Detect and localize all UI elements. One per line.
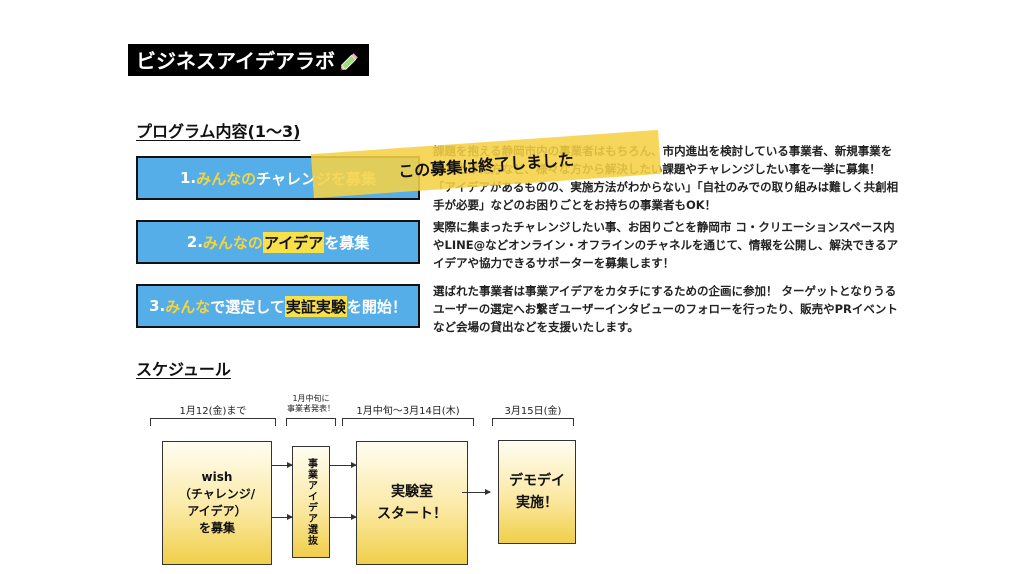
schedule-date-1: 1月12(金)まで (179, 406, 247, 417)
program-item-2-button[interactable]: 2. みんなの アイデア を募集 (136, 220, 420, 264)
program-item-2-desc: 実際に集まったチャレンジしたい事、お困りごとを静岡市 コ・クリエーションスペース… (433, 220, 899, 270)
program-item-2-part3: を募集 (324, 233, 370, 252)
pencil-icon (339, 50, 361, 72)
program-item-1-num: 1. (179, 169, 197, 187)
schedule-box-selection: 事業アイデア選抜 (292, 446, 330, 558)
program-item-1-part1: みんなの (196, 169, 257, 188)
schedule-box-lab: 実験室 スタート！ (356, 441, 468, 565)
schedule-heading: スケジュール (136, 360, 231, 379)
schedule-bracket-2 (286, 418, 336, 426)
program-item-2-part1: みんなの (202, 233, 263, 252)
arrow-1a (272, 462, 293, 468)
program-item-3-num: 3. (149, 297, 166, 315)
program-heading: プログラム内容(1〜3) (136, 122, 301, 141)
program-item-2-num: 2. (186, 233, 203, 251)
program-item-3-part4: を開始！ (346, 297, 407, 316)
program-item-2-part2: アイデア (262, 231, 325, 253)
arrow-3 (462, 489, 491, 495)
program-item-3-part1: みんな (165, 297, 211, 316)
schedule-box-wish: wish （チャレンジ/ アイデア） を募集 (162, 441, 272, 565)
program-item-3-part2: で選定して (210, 297, 285, 316)
arrow-2b (330, 514, 357, 520)
schedule-date-4: 3月15日(金) (504, 406, 562, 417)
page-title-text: ビジネスアイデアラボ (136, 49, 335, 73)
program-item-3-part3: 実証実験 (284, 295, 347, 317)
program-item-3-desc: 選ばれた事業者は事業アイデアをカタチにするための企画に参加！ ターゲットとなりう… (433, 284, 898, 334)
page-title: ビジネスアイデアラボ (128, 44, 369, 76)
arrow-2a (330, 462, 357, 468)
schedule-date-2: 1月中旬に 事業者発表！ (287, 394, 335, 413)
schedule-bracket-4 (492, 418, 574, 426)
schedule-bracket-1 (150, 418, 276, 426)
schedule-date-3: 1月中旬〜3月14日(木) (356, 406, 460, 417)
arrow-1b (272, 514, 293, 520)
schedule-bracket-3 (342, 418, 474, 426)
schedule-box-selection-text: 事業アイデア選抜 (305, 458, 317, 546)
schedule-box-demoday: デモデイ 実施！ (498, 440, 576, 544)
program-item-3-button[interactable]: 3. みんな で選定して 実証実験 を開始！ (136, 284, 420, 328)
